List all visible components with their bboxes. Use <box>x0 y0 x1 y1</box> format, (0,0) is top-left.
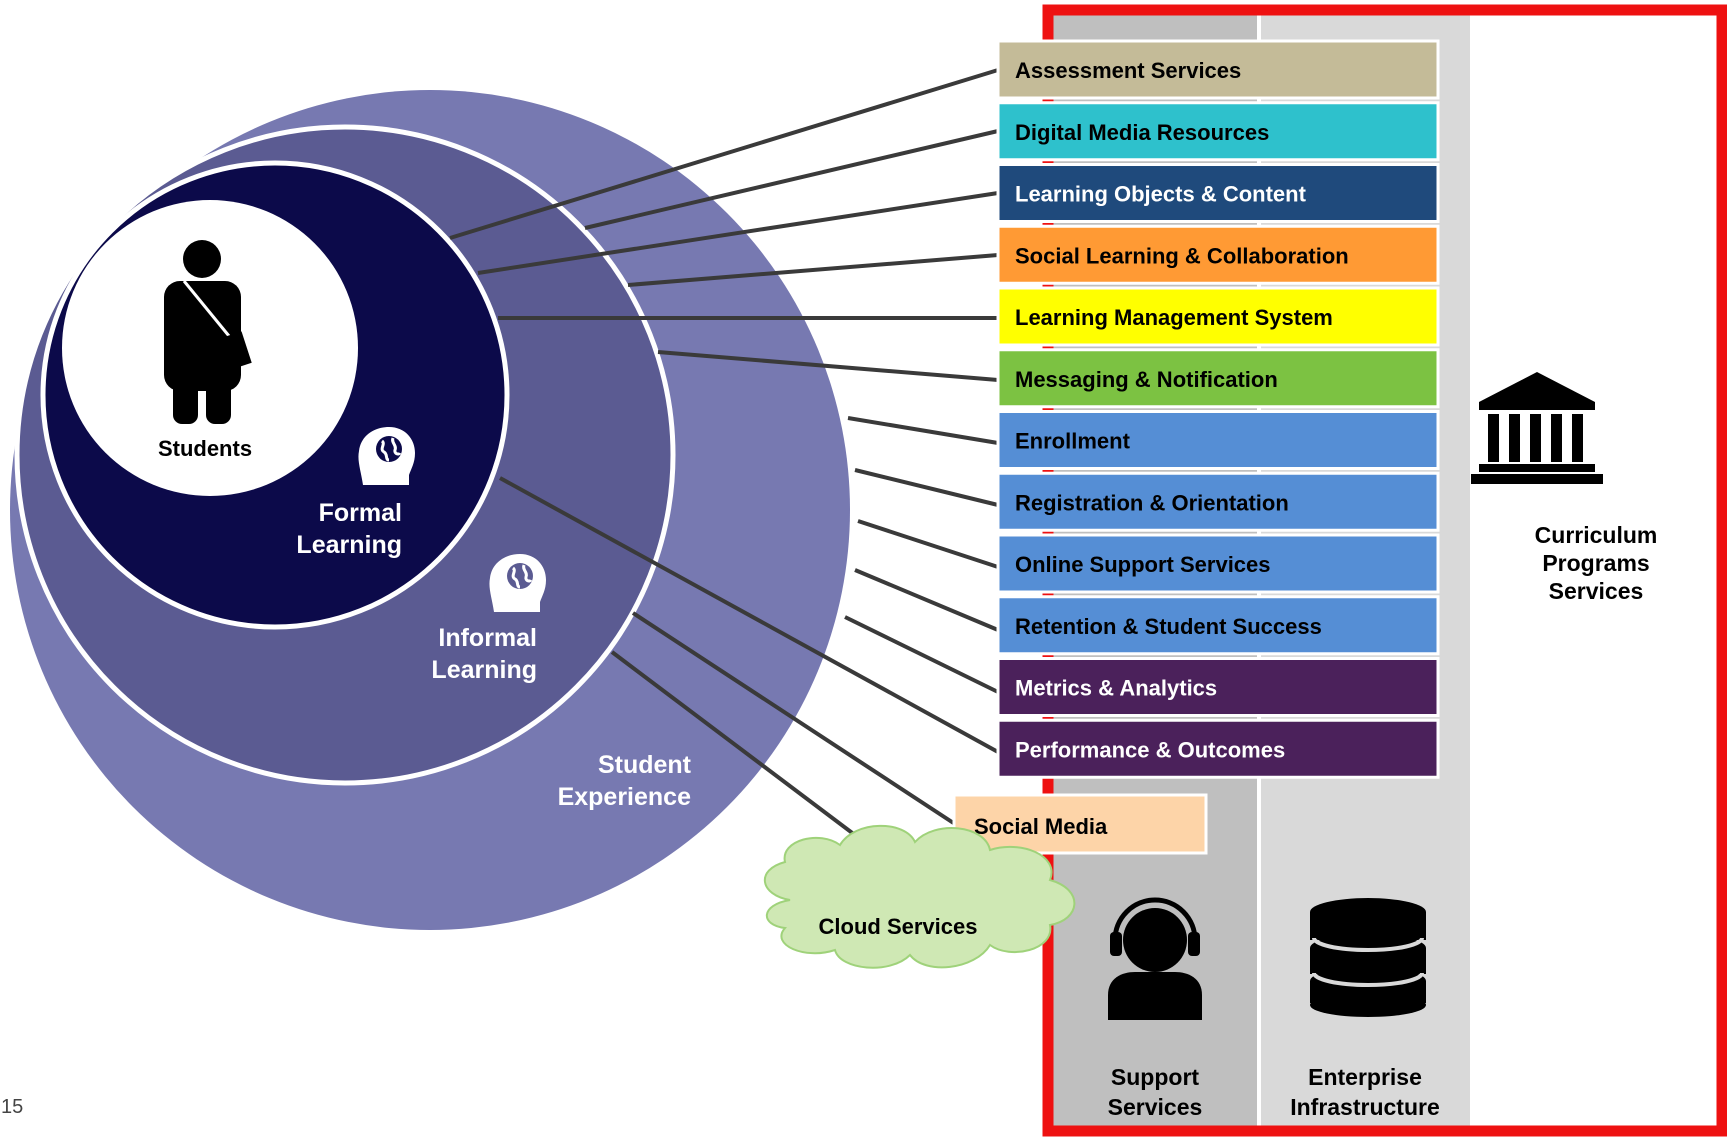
headset-person-icon <box>1108 897 1202 1020</box>
service-label: Learning Objects & Content <box>1015 182 1307 207</box>
curriculum-column <box>1470 10 1720 1131</box>
students-label: Students <box>158 436 252 461</box>
service-bar <box>996 39 1440 100</box>
service-label: Learning Management System <box>1015 305 1333 330</box>
building-columns-icon <box>1471 372 1603 484</box>
enterprise-infrastructure-label-2: Infrastructure <box>1290 1094 1440 1120</box>
student-icon <box>164 240 252 424</box>
support-services-label-1: Support <box>1111 1064 1199 1090</box>
connector-lines <box>449 68 999 880</box>
student-experience-label-2: Experience <box>558 783 692 811</box>
enterprise-infrastructure-label-1: Enterprise <box>1308 1064 1422 1090</box>
service-bar <box>996 657 1440 717</box>
curriculum-label-2: Programs <box>1542 550 1649 576</box>
cloud-services-label: Cloud Services <box>819 914 978 939</box>
service-bar <box>996 163 1440 223</box>
head-globe-icon <box>358 427 415 485</box>
formal-learning-label-2: Learning <box>296 531 402 559</box>
support-services-label-2: Services <box>1108 1094 1203 1120</box>
service-label: Messaging & Notification <box>1015 367 1278 392</box>
student-experience-label-1: Student <box>598 751 692 779</box>
service-bar <box>996 471 1440 532</box>
service-label: Registration & Orientation <box>1015 490 1289 515</box>
cloud-shape <box>764 824 1076 969</box>
service-bar <box>996 595 1440 656</box>
service-label: Enrollment <box>1015 429 1131 454</box>
service-bar <box>996 101 1440 162</box>
informal-learning-label-2: Learning <box>431 656 537 684</box>
service-label: Metrics & Analytics <box>1015 676 1217 701</box>
head-globe-icon <box>489 554 546 612</box>
informal-learning-label-1: Informal <box>438 624 537 652</box>
service-label: Online Support Services <box>1015 552 1271 577</box>
service-label: Digital Media Resources <box>1015 120 1269 145</box>
service-bar <box>996 224 1440 285</box>
page-number: 15 <box>1 1096 24 1118</box>
service-bar <box>996 410 1440 470</box>
curriculum-label-3: Services <box>1549 578 1644 604</box>
service-label: Social Learning & Collaboration <box>1015 243 1349 268</box>
curriculum-label-1: Curriculum <box>1535 522 1658 548</box>
service-label: Performance & Outcomes <box>1015 737 1285 762</box>
formal-learning-label-1: Formal <box>319 499 402 527</box>
service-label: Retention & Student Success <box>1015 614 1322 639</box>
service-bar <box>996 533 1440 594</box>
service-bar <box>996 718 1440 779</box>
service-bar <box>996 348 1440 409</box>
social-media-box <box>952 793 1208 855</box>
service-label: Assessment Services <box>1015 58 1241 83</box>
database-icon <box>1310 898 1426 1017</box>
service-bar <box>996 286 1440 347</box>
social-media-label: Social Media <box>974 814 1108 839</box>
